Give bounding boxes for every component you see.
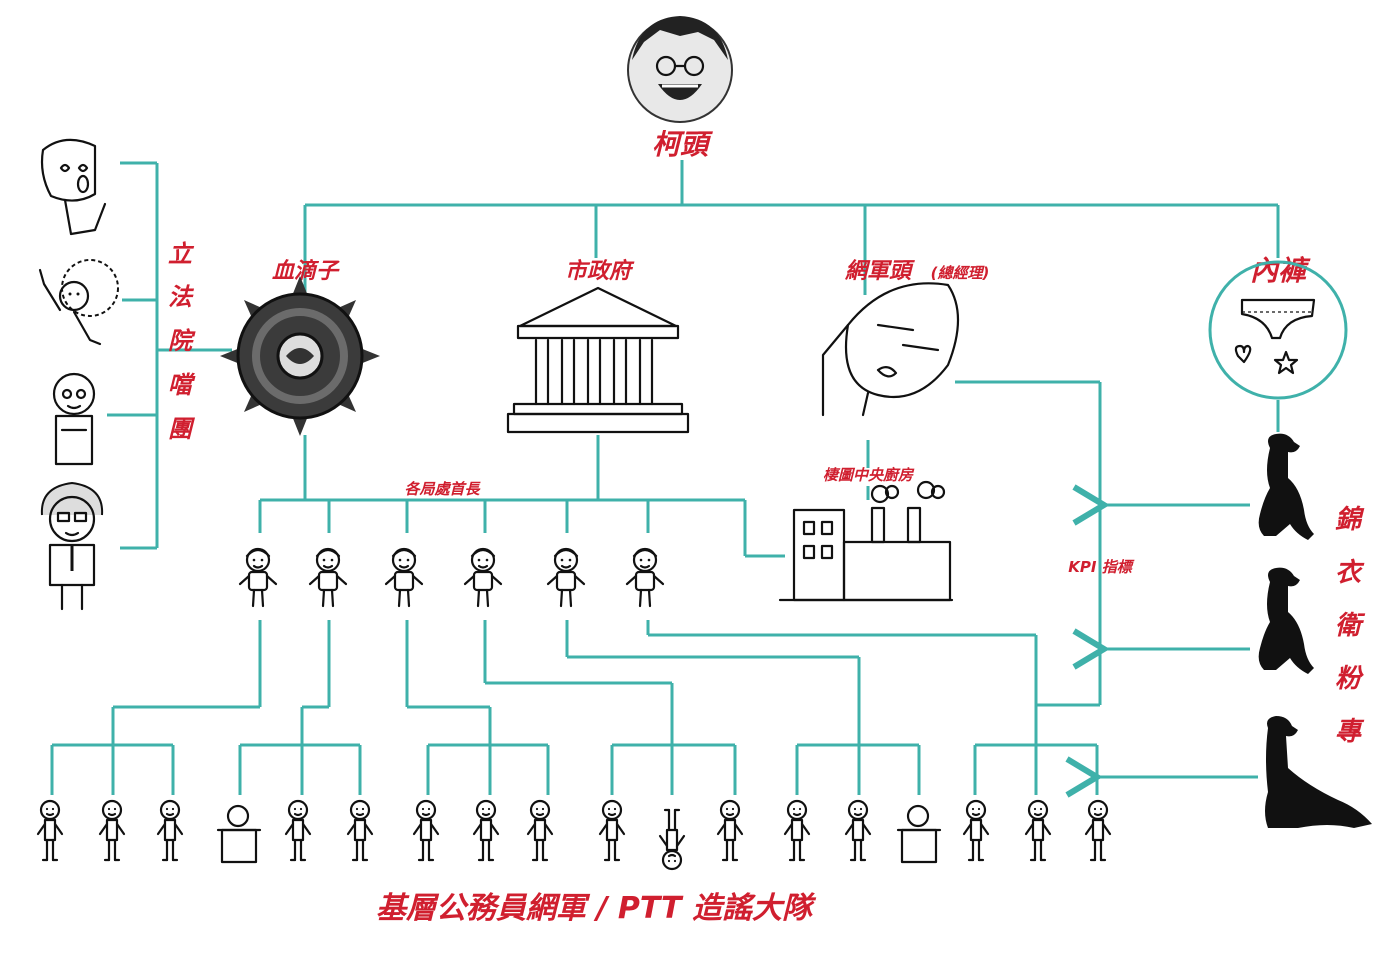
fan-page-label: 錦 衣 衛 粉 專 xyxy=(1335,505,1366,747)
laughing-man-icon xyxy=(627,16,733,123)
spiked-disc-icon xyxy=(220,276,380,436)
old-man-icon xyxy=(52,372,96,466)
stick-figure-icon xyxy=(526,799,554,862)
desk-worker-icon xyxy=(216,804,262,864)
stick-figure-icon xyxy=(284,799,312,862)
stick-figure-icon xyxy=(156,799,184,862)
lying-dog-icon xyxy=(1265,716,1372,828)
stick-figure-icon xyxy=(716,799,744,862)
legislator-char: 噹 xyxy=(168,371,196,399)
legislator-char: 法 xyxy=(168,283,195,311)
netarmy-head-note: (總經理) xyxy=(931,264,990,282)
stick-figure-icon xyxy=(472,799,500,862)
legislator-group-label: 立 法 院 噹 團 xyxy=(168,240,196,443)
fan-page-char: 粉 xyxy=(1335,664,1364,694)
stick-figure-icon xyxy=(412,799,440,862)
dept-head-kids xyxy=(238,547,665,608)
connector-lines xyxy=(50,160,1280,798)
underwear-icon xyxy=(1208,260,1348,400)
bottom-caption: 基層公務員網軍 / PTT 造謠大隊 xyxy=(376,891,817,926)
sitting-dog-icon xyxy=(1258,567,1314,674)
stick-figure-icon xyxy=(1024,799,1052,862)
fan-page-char: 錦 xyxy=(1335,505,1365,535)
upside-down-figure-icon xyxy=(658,808,686,871)
worker-figures xyxy=(36,799,1112,871)
sitting-dog-icon xyxy=(1258,433,1314,540)
stick-figure-icon xyxy=(36,799,64,862)
blood-label: 血滴子 xyxy=(272,258,340,284)
fan-page-char: 專 xyxy=(1335,717,1365,747)
kid-icon xyxy=(238,547,278,608)
stick-figure-icon xyxy=(1084,799,1112,862)
glasses-man-icon xyxy=(40,481,104,611)
stick-figure-icon xyxy=(962,799,990,862)
sleepy-face-icon xyxy=(821,282,960,417)
kid-icon xyxy=(384,547,424,608)
netarmy-head-label: 網軍頭 xyxy=(844,258,915,284)
heart-eyes-person-icon xyxy=(40,138,107,236)
curly-hair-person-icon xyxy=(38,259,119,346)
boss-label: 柯頭 xyxy=(652,128,713,161)
stick-figure-icon xyxy=(346,799,374,862)
underwear-label: 內褲 xyxy=(1250,254,1311,287)
kid-icon xyxy=(625,547,665,608)
kid-icon xyxy=(308,547,348,608)
kpi-label: KPI 指標 xyxy=(1068,558,1134,576)
factory-icon xyxy=(778,480,954,602)
stick-figure-icon xyxy=(844,799,872,862)
kid-icon xyxy=(463,547,503,608)
stick-figure-icon xyxy=(598,799,626,862)
stick-figure-icon xyxy=(98,799,126,862)
legislator-char: 團 xyxy=(168,415,196,443)
fan-page-char: 衣 xyxy=(1335,558,1365,588)
temple-building-icon xyxy=(506,286,690,434)
fan-page-char: 衛 xyxy=(1335,611,1366,641)
laptop-worker-icon xyxy=(896,804,942,864)
kid-icon xyxy=(546,547,586,608)
cityhall-label: 市政府 xyxy=(565,258,635,284)
legislator-char: 院 xyxy=(168,327,196,355)
kitchen-label: 棲圖中央廚房 xyxy=(823,466,915,484)
legislator-char: 立 xyxy=(168,240,195,268)
dept-heads-label: 各局處首長 xyxy=(404,480,481,498)
stick-figure-icon xyxy=(783,799,811,862)
